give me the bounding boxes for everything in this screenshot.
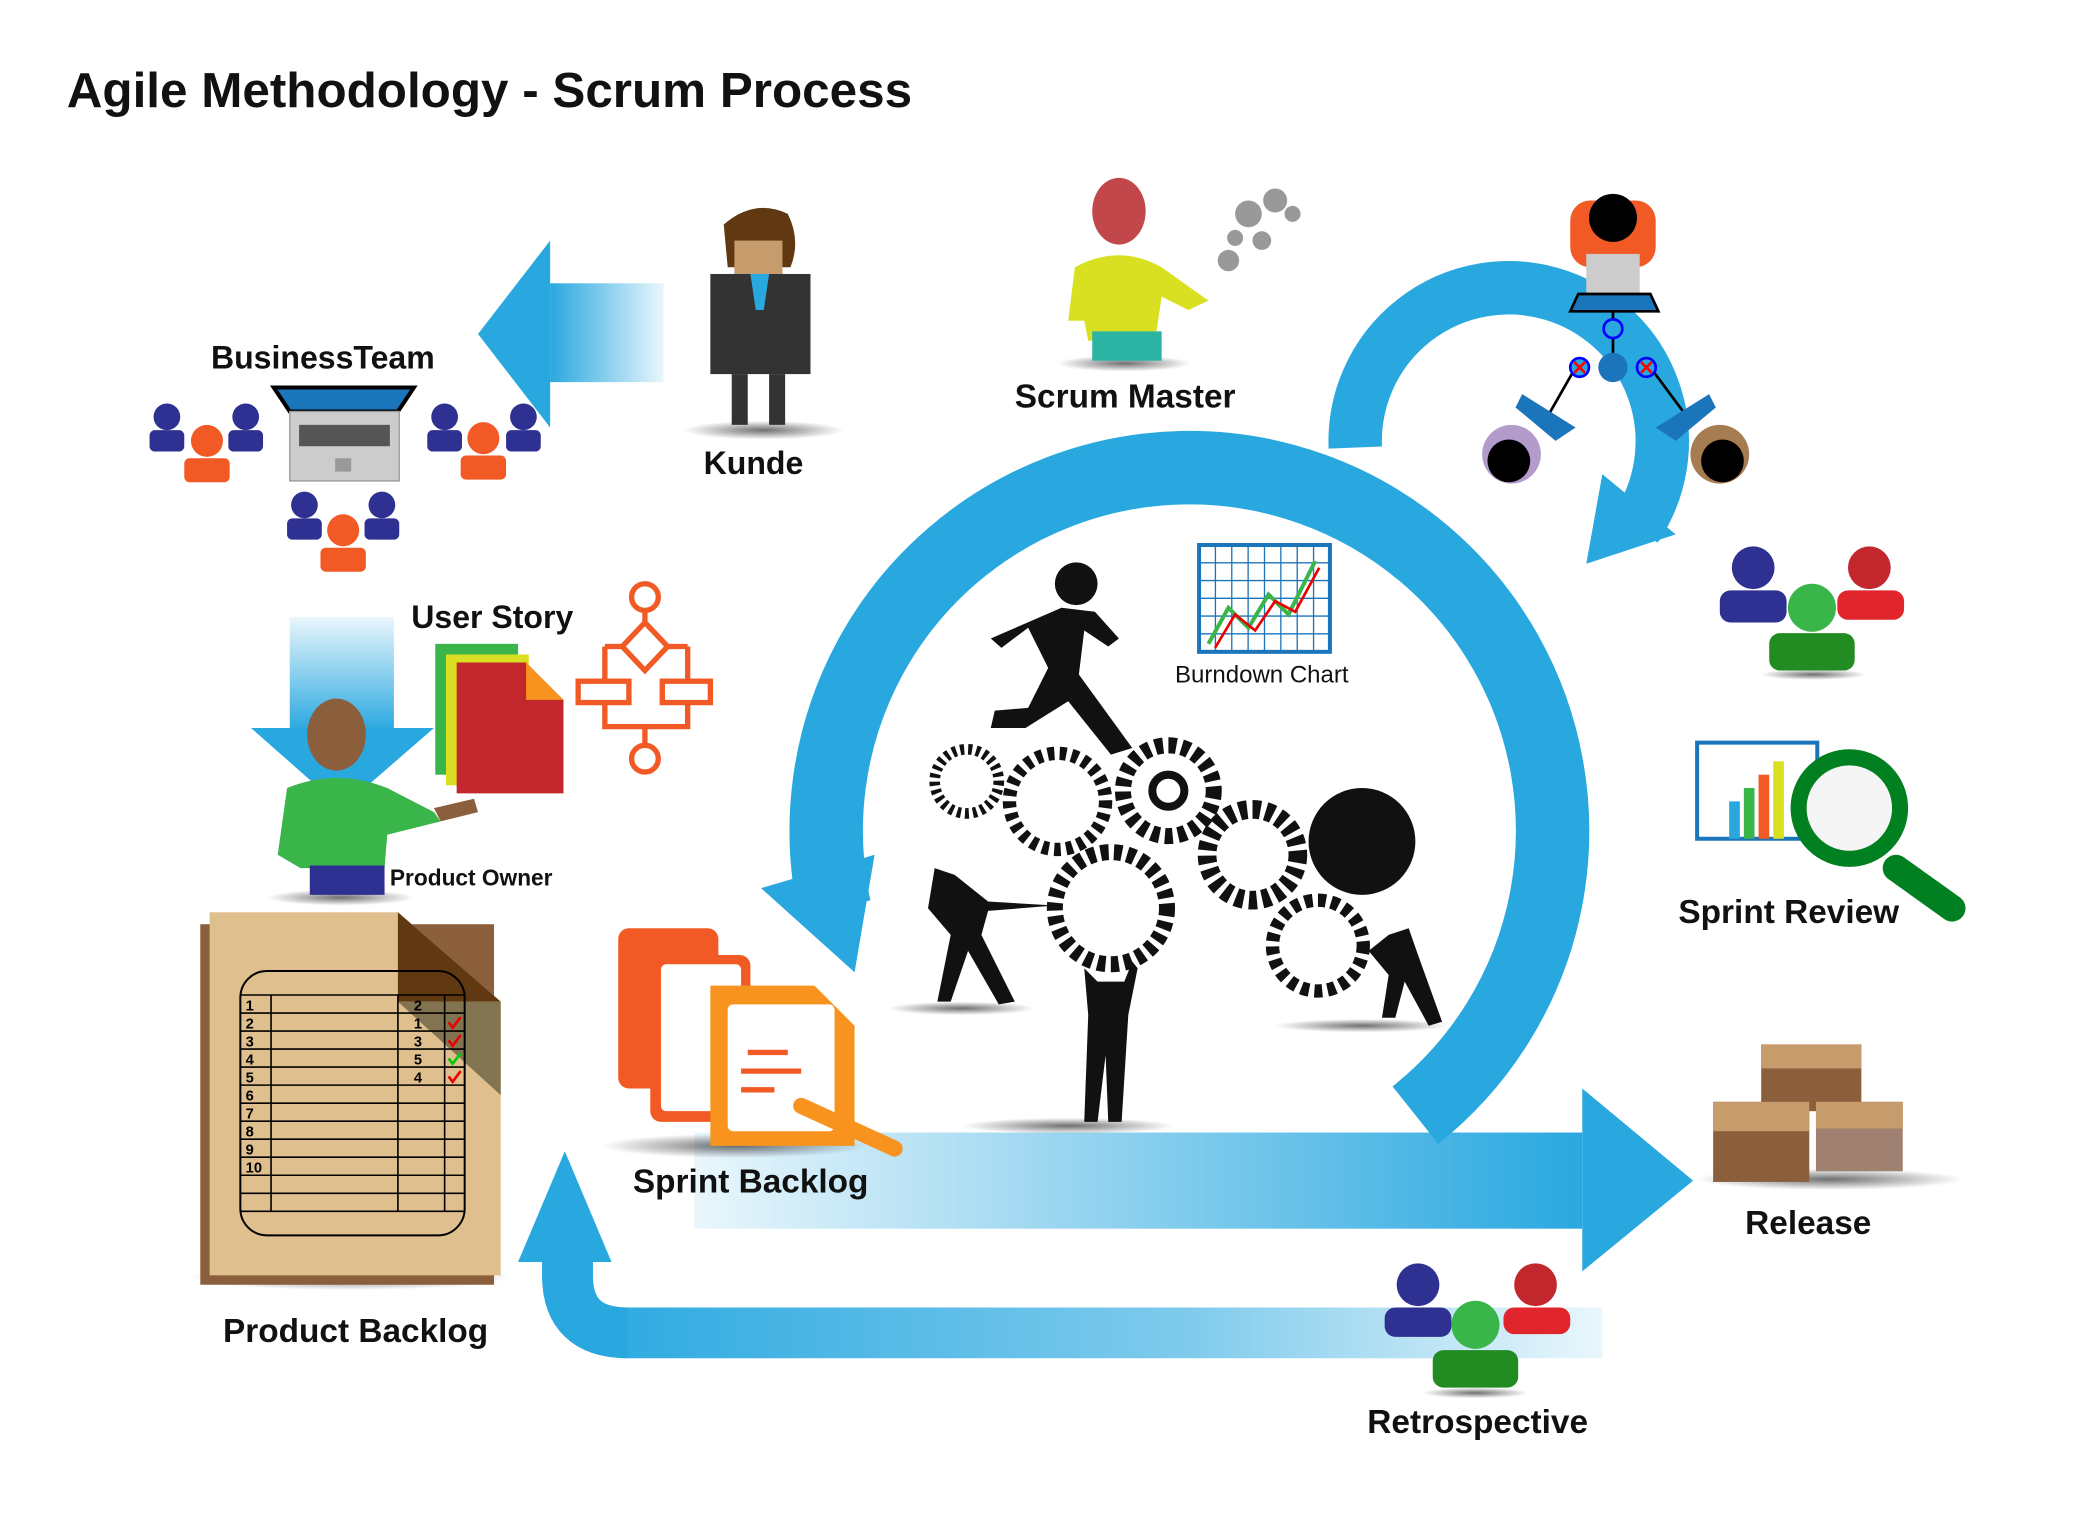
- backlog-row-number: 3: [246, 1034, 254, 1050]
- backlog-row-number: 5: [246, 1070, 254, 1086]
- product-owner-icon: [267, 698, 479, 906]
- backlog-row-number: 8: [246, 1125, 254, 1141]
- sprint-review-people-icon: [1719, 546, 1905, 680]
- backlog-row-number: 2: [246, 1016, 254, 1032]
- release-label: Release: [1745, 1205, 1871, 1242]
- backlog-row-number: 7: [246, 1107, 254, 1123]
- retrospective-return-arrow: [518, 1151, 1603, 1359]
- sprint-backlog-documents-icon: [600, 928, 903, 1158]
- business-team-label: BusinessTeam: [211, 340, 435, 376]
- backlog-priority: 3: [414, 1034, 422, 1050]
- retrospective-people-icon: [1384, 1263, 1571, 1399]
- sprint-backlog-label: Sprint Backlog: [633, 1164, 869, 1201]
- check-icon: [447, 1070, 462, 1085]
- daily-scrum-loop-arrow: [1328, 261, 1689, 564]
- sprint-cycle-arrow: [761, 430, 1590, 1144]
- product-backlog-document-icon: 1 2 3 4 5 6 7 8 9 10 2 1 3 5 4: [189, 912, 511, 1291]
- check-icon: [447, 1052, 462, 1066]
- product-owner-label: Product Owner: [390, 865, 553, 891]
- backlog-row-number: 1: [246, 998, 254, 1014]
- business-team-icon: [149, 385, 541, 572]
- user-story-documents-icon: [435, 643, 564, 794]
- retrospective-label: Retrospective: [1367, 1404, 1588, 1441]
- backlog-priority: 5: [414, 1052, 422, 1068]
- user-story-label: User Story: [411, 599, 573, 635]
- backlog-row-number: 9: [246, 1143, 254, 1159]
- distributed-team-icon: [1482, 193, 1750, 484]
- scrum-master-icon: [1057, 177, 1301, 372]
- backlog-row-number: 6: [246, 1088, 254, 1104]
- product-backlog-label: Product Backlog: [223, 1313, 488, 1350]
- check-icon: [447, 1034, 462, 1048]
- check-icon: [447, 1016, 462, 1030]
- kunde-to-business-arrow: [478, 240, 664, 428]
- sprint-review-chart-magnifier-icon: [1695, 740, 1966, 922]
- backlog-priority: 1: [414, 1016, 422, 1032]
- team-gears-illustration: [887, 562, 1449, 1134]
- backlog-priority: 4: [414, 1070, 423, 1086]
- release-boxes-icon: [1695, 1044, 1963, 1190]
- kunde-customer-icon: [683, 207, 844, 440]
- runner-icon: [990, 562, 1133, 755]
- backlog-row-number: 10: [246, 1161, 262, 1177]
- sprint-review-label: Sprint Review: [1678, 894, 1900, 931]
- burndown-chart-label: Burndown Chart: [1175, 662, 1349, 689]
- gears-icon: [1217, 188, 1301, 272]
- backlog-row-number: 4: [246, 1052, 255, 1068]
- backlog-priority: 2: [414, 998, 422, 1014]
- kunde-label: Kunde: [704, 445, 804, 481]
- scrum-master-label: Scrum Master: [1015, 378, 1236, 415]
- burndown-chart-icon: [1197, 543, 1332, 654]
- flowchart-icon: [575, 581, 714, 775]
- page-title: Agile Methodology - Scrum Process: [67, 63, 912, 118]
